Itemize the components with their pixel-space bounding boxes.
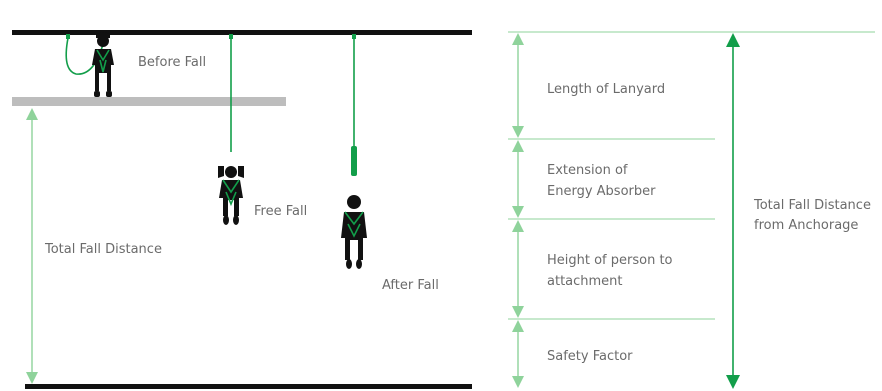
left-panel: Before Fall Free Fall After Fall Total F… (12, 30, 472, 389)
segment-arrow-safety (512, 320, 524, 388)
total-from-anchorage-arrow (726, 33, 740, 389)
right-panel: Length of Lanyard Extension of Energy Ab… (508, 32, 875, 389)
arrow-down-icon (26, 372, 38, 384)
total-fall-distance-label: Total Fall Distance (44, 242, 162, 257)
arrow-down-icon (512, 306, 524, 318)
segment-label-absorber: Extension of Energy Absorber (547, 163, 656, 199)
working-platform (12, 97, 286, 106)
segment-label-safety: Safety Factor (547, 349, 633, 364)
segment-arrow-lanyard (512, 33, 524, 138)
energy-absorber-icon (351, 146, 357, 176)
falling-person-icon (218, 166, 244, 225)
segment-arrow-absorber (512, 140, 524, 218)
anchorage-beam (12, 30, 472, 35)
arrow-down-icon (512, 206, 524, 218)
before-fall-label: Before Fall (138, 55, 206, 70)
arrow-down-icon (512, 126, 524, 138)
segment-label-lanyard: Length of Lanyard (547, 82, 665, 97)
arrow-down-icon (726, 375, 740, 389)
person-before-fall (66, 32, 114, 97)
arrow-down-icon (512, 376, 524, 388)
standing-person-icon (92, 32, 114, 97)
hanging-person-icon (341, 195, 367, 269)
after-fall-label: After Fall (382, 278, 439, 293)
total-from-anchorage-label: Total Fall Distance from Anchorage (753, 198, 875, 233)
free-fall-label: Free Fall (254, 204, 307, 219)
total-fall-distance-arrow (26, 108, 38, 384)
person-free-fall (218, 34, 244, 225)
segment-label-height: Height of person to attachment (547, 253, 677, 289)
ground-line (25, 384, 472, 389)
arrow-up-icon (726, 33, 740, 47)
person-after-fall (341, 34, 367, 269)
segment-arrow-height (512, 220, 524, 318)
